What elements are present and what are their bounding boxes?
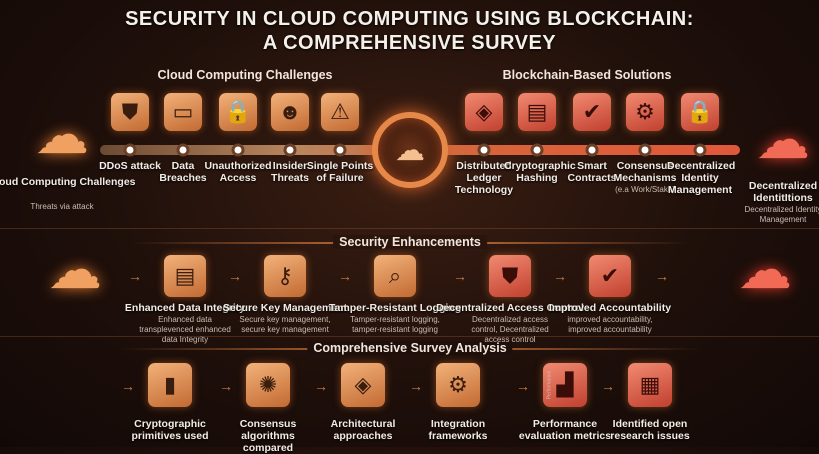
- track-node: [123, 143, 137, 157]
- cube-network-icon: ◈: [465, 93, 503, 131]
- gear-network-icon: ⚙: [626, 93, 664, 131]
- arrow-right-icon: →: [601, 378, 615, 394]
- page-title-line1: SECURITY IN CLOUD COMPUTING USING BLOCKC…: [125, 8, 694, 30]
- document-check-icon: ▤: [164, 255, 206, 297]
- enhancement-desc: improved accountability, improved accoun…: [567, 315, 653, 334]
- arrow-right-icon: →: [409, 378, 423, 394]
- survey-label: Cryptographic primitives used: [131, 418, 209, 442]
- shield-check-icon: ✔: [589, 255, 631, 297]
- track-node: [638, 143, 652, 157]
- performance-chart-icon: ▟: [543, 363, 587, 407]
- challenge-label: DDoS attack: [99, 160, 161, 172]
- enhancements-heading: Security Enhancements: [333, 235, 487, 249]
- contract-check-icon: ✔: [573, 93, 611, 131]
- enhancement-desc: Tamper-resistant logging, tamper-resista…: [350, 315, 440, 334]
- key-shield-icon: ⚷: [264, 255, 306, 297]
- arrow-right-icon: →: [655, 268, 669, 284]
- track-node: [477, 143, 491, 157]
- track-node: [231, 143, 245, 157]
- dashboard-icon: ▦: [628, 363, 672, 407]
- challenge-label: Unauthorized Access: [204, 160, 272, 184]
- enhancement-title: Enhanced Data Integrity: [124, 302, 246, 314]
- arrow-right-icon: →: [219, 378, 233, 394]
- arrow-right-icon: →: [121, 378, 135, 394]
- enhancement-desc: Secure key management, secure key manage…: [239, 315, 331, 334]
- track-node: [176, 143, 190, 157]
- arrow-right-icon: →: [228, 268, 242, 284]
- lock-icon: 🔒: [219, 93, 257, 131]
- document-search-icon: ⌕: [374, 255, 416, 297]
- left-cloud-subtitle: Threats via attack: [30, 202, 94, 211]
- survey-heading: Comprehensive Survey Analysis: [307, 341, 513, 355]
- arrow-right-icon: →: [453, 268, 467, 284]
- left-cloud-title: Cloud Computing Challenges: [0, 176, 136, 188]
- enhancement-title: Tamper-Resistant Logging: [328, 302, 462, 314]
- cloud-shield-hub-icon: ☁: [372, 112, 448, 188]
- shield-lock-icon: ⛊: [489, 255, 531, 297]
- right-cloud-title: Decentralized IdentitItions: [748, 180, 818, 204]
- enhancement-title: Secure Key Management: [222, 302, 348, 314]
- gear-network-icon: ⚙: [436, 363, 480, 407]
- solution-label: Smart Contracts: [567, 160, 617, 184]
- challenge-label: Insider Threats: [271, 160, 309, 184]
- survey-label: Performance evaluation metrics: [518, 418, 612, 442]
- track-node: [585, 143, 599, 157]
- arrow-right-icon: →: [553, 268, 567, 284]
- arrow-right-icon: →: [516, 378, 530, 394]
- arrow-right-icon: →: [314, 378, 328, 394]
- person-warning-icon: ☻: [271, 93, 309, 131]
- solutions-heading: Blockchain-Based Solutions: [502, 68, 672, 82]
- challenges-heading: Cloud Computing Challenges: [157, 68, 333, 82]
- track-node: [283, 143, 297, 157]
- challenge-label: Single Points of Failure: [306, 160, 374, 184]
- laptop-lock-icon: ▭: [164, 93, 202, 131]
- cube-network-icon: ◈: [341, 363, 385, 407]
- right-cloud-subtitle: Decentralized Identity Management: [744, 205, 819, 224]
- survey-label: Identified open research issues: [610, 418, 690, 442]
- solution-label: Distributed Ledger Technology: [454, 160, 514, 196]
- challenge-label: Data Breaches: [159, 160, 207, 184]
- enhancement-title: Improved Accountability: [548, 302, 672, 314]
- arrow-right-icon: →: [128, 268, 142, 284]
- performance-axis-label: Performance: [546, 370, 553, 400]
- shield-network-icon: ⛊: [111, 93, 149, 131]
- cloud-upload-platform-icon: ☁: [48, 240, 102, 300]
- cloud-upload-icon: ☁: [35, 105, 89, 165]
- survey-label: Architectural approaches: [330, 418, 396, 442]
- document-lock-icon: ▤: [518, 93, 556, 131]
- track-node: [530, 143, 544, 157]
- solution-label: Cryptographic Hashing: [504, 160, 576, 184]
- survey-label: Integration frameworks: [428, 418, 488, 442]
- enhancement-desc: Enhanced data transplevenced enhanced da…: [139, 315, 231, 344]
- solution-note: (e.a Work/Stake): [615, 185, 675, 194]
- solution-label: Decentralized Identity Management: [667, 160, 736, 196]
- mesh-network-icon: ✺: [246, 363, 290, 407]
- bar-chart-icon: ▮: [148, 363, 192, 407]
- enhancement-desc: Decentralized access control, Decentrali…: [471, 315, 549, 344]
- warning-icon: ⚠: [321, 93, 359, 131]
- track-node: [333, 143, 347, 157]
- page-title-line2: A COMPREHENSIVE SURVEY: [262, 32, 557, 54]
- arrow-right-icon: →: [338, 268, 352, 284]
- survey-label: Consensus algorithms compared: [239, 418, 297, 454]
- cloud-lock-icon: ☁: [738, 240, 792, 300]
- solution-label: Consensus Mechanisms: [613, 160, 677, 184]
- enhancement-title: Decentralized Access Control: [436, 302, 584, 314]
- lock-network-icon: 🔒: [681, 93, 719, 131]
- track-node: [693, 143, 707, 157]
- cloud-database-icon: ☁: [756, 110, 810, 170]
